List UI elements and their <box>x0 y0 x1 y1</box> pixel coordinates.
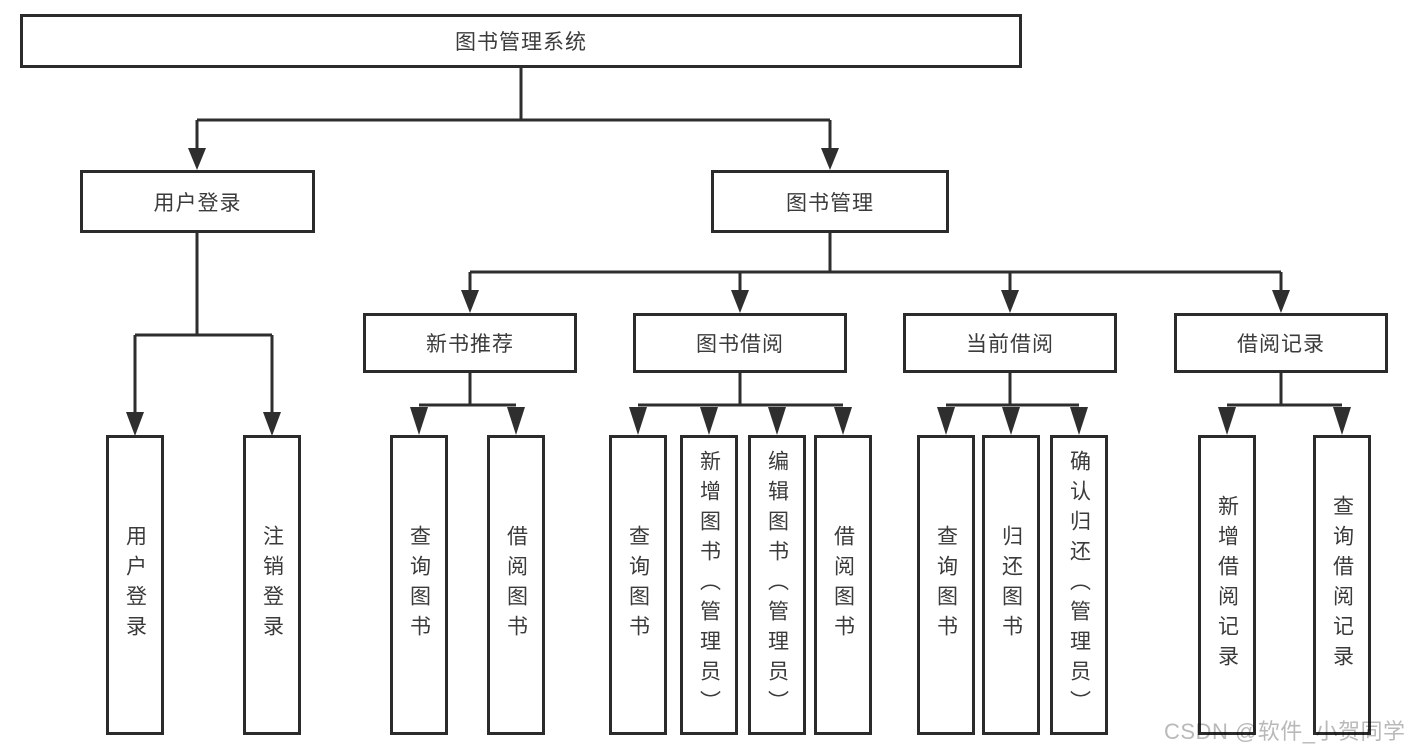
node-borrow-records: 借阅记录 <box>1174 313 1388 373</box>
leaf-label: 借阅图书 <box>504 525 528 645</box>
node-new-book-recommend: 新书推荐 <box>363 313 577 373</box>
leaf-label: 新增借阅记录 <box>1215 495 1239 675</box>
node-book-management: 图书管理 <box>711 170 949 233</box>
leaf-borrow-borrow-books: 借阅图书 <box>814 435 872 735</box>
node-current-borrow: 当前借阅 <box>903 313 1117 373</box>
leaf-user-login: 用户登录 <box>106 435 164 735</box>
leaf-logout: 注销登录 <box>243 435 301 735</box>
leaf-label: 借阅图书 <box>831 525 855 645</box>
leaf-label: 新增图书（管理员） <box>697 450 721 720</box>
leaf-current-query-books: 查询图书 <box>917 435 975 735</box>
node-book-borrow: 图书借阅 <box>633 313 847 373</box>
node-root-book-management-system: 图书管理系统 <box>20 14 1022 68</box>
node-label: 当前借阅 <box>966 333 1054 356</box>
leaf-borrow-query-books: 查询图书 <box>609 435 667 735</box>
node-label: 图书管理 <box>786 191 874 215</box>
leaf-label: 用户登录 <box>123 525 147 645</box>
leaf-current-confirm-return-admin: 确认归还（管理员） <box>1050 435 1108 735</box>
leaf-records-query-record: 查询借阅记录 <box>1313 435 1371 735</box>
leaf-label: 注销登录 <box>260 525 284 645</box>
leaf-recommend-query-books: 查询图书 <box>390 435 448 735</box>
leaf-borrow-edit-books-admin: 编辑图书（管理员） <box>748 435 806 735</box>
leaf-label: 查询图书 <box>626 525 650 645</box>
leaf-label: 查询借阅记录 <box>1330 495 1354 675</box>
node-label: 新书推荐 <box>426 333 514 356</box>
leaf-records-add-record: 新增借阅记录 <box>1198 435 1256 735</box>
leaf-label: 查询图书 <box>407 525 431 645</box>
leaf-label: 编辑图书（管理员） <box>765 450 789 720</box>
leaf-label: 归还图书 <box>999 525 1023 645</box>
leaf-label: 查询图书 <box>934 525 958 645</box>
node-label: 图书管理系统 <box>455 31 587 54</box>
node-label: 图书借阅 <box>696 333 784 356</box>
leaf-borrow-add-books-admin: 新增图书（管理员） <box>680 435 738 735</box>
node-label: 借阅记录 <box>1237 333 1325 356</box>
leaf-label: 确认归还（管理员） <box>1067 450 1091 720</box>
leaf-current-return-books: 归还图书 <box>982 435 1040 735</box>
connector-elbows <box>133 67 1342 414</box>
csdn-watermark: CSDN @软件_小贺同学 <box>1164 719 1405 744</box>
arrowheads <box>126 148 1351 436</box>
node-label: 用户登录 <box>153 191 242 215</box>
node-user-login: 用户登录 <box>80 170 315 233</box>
leaf-recommend-borrow-books: 借阅图书 <box>487 435 545 735</box>
